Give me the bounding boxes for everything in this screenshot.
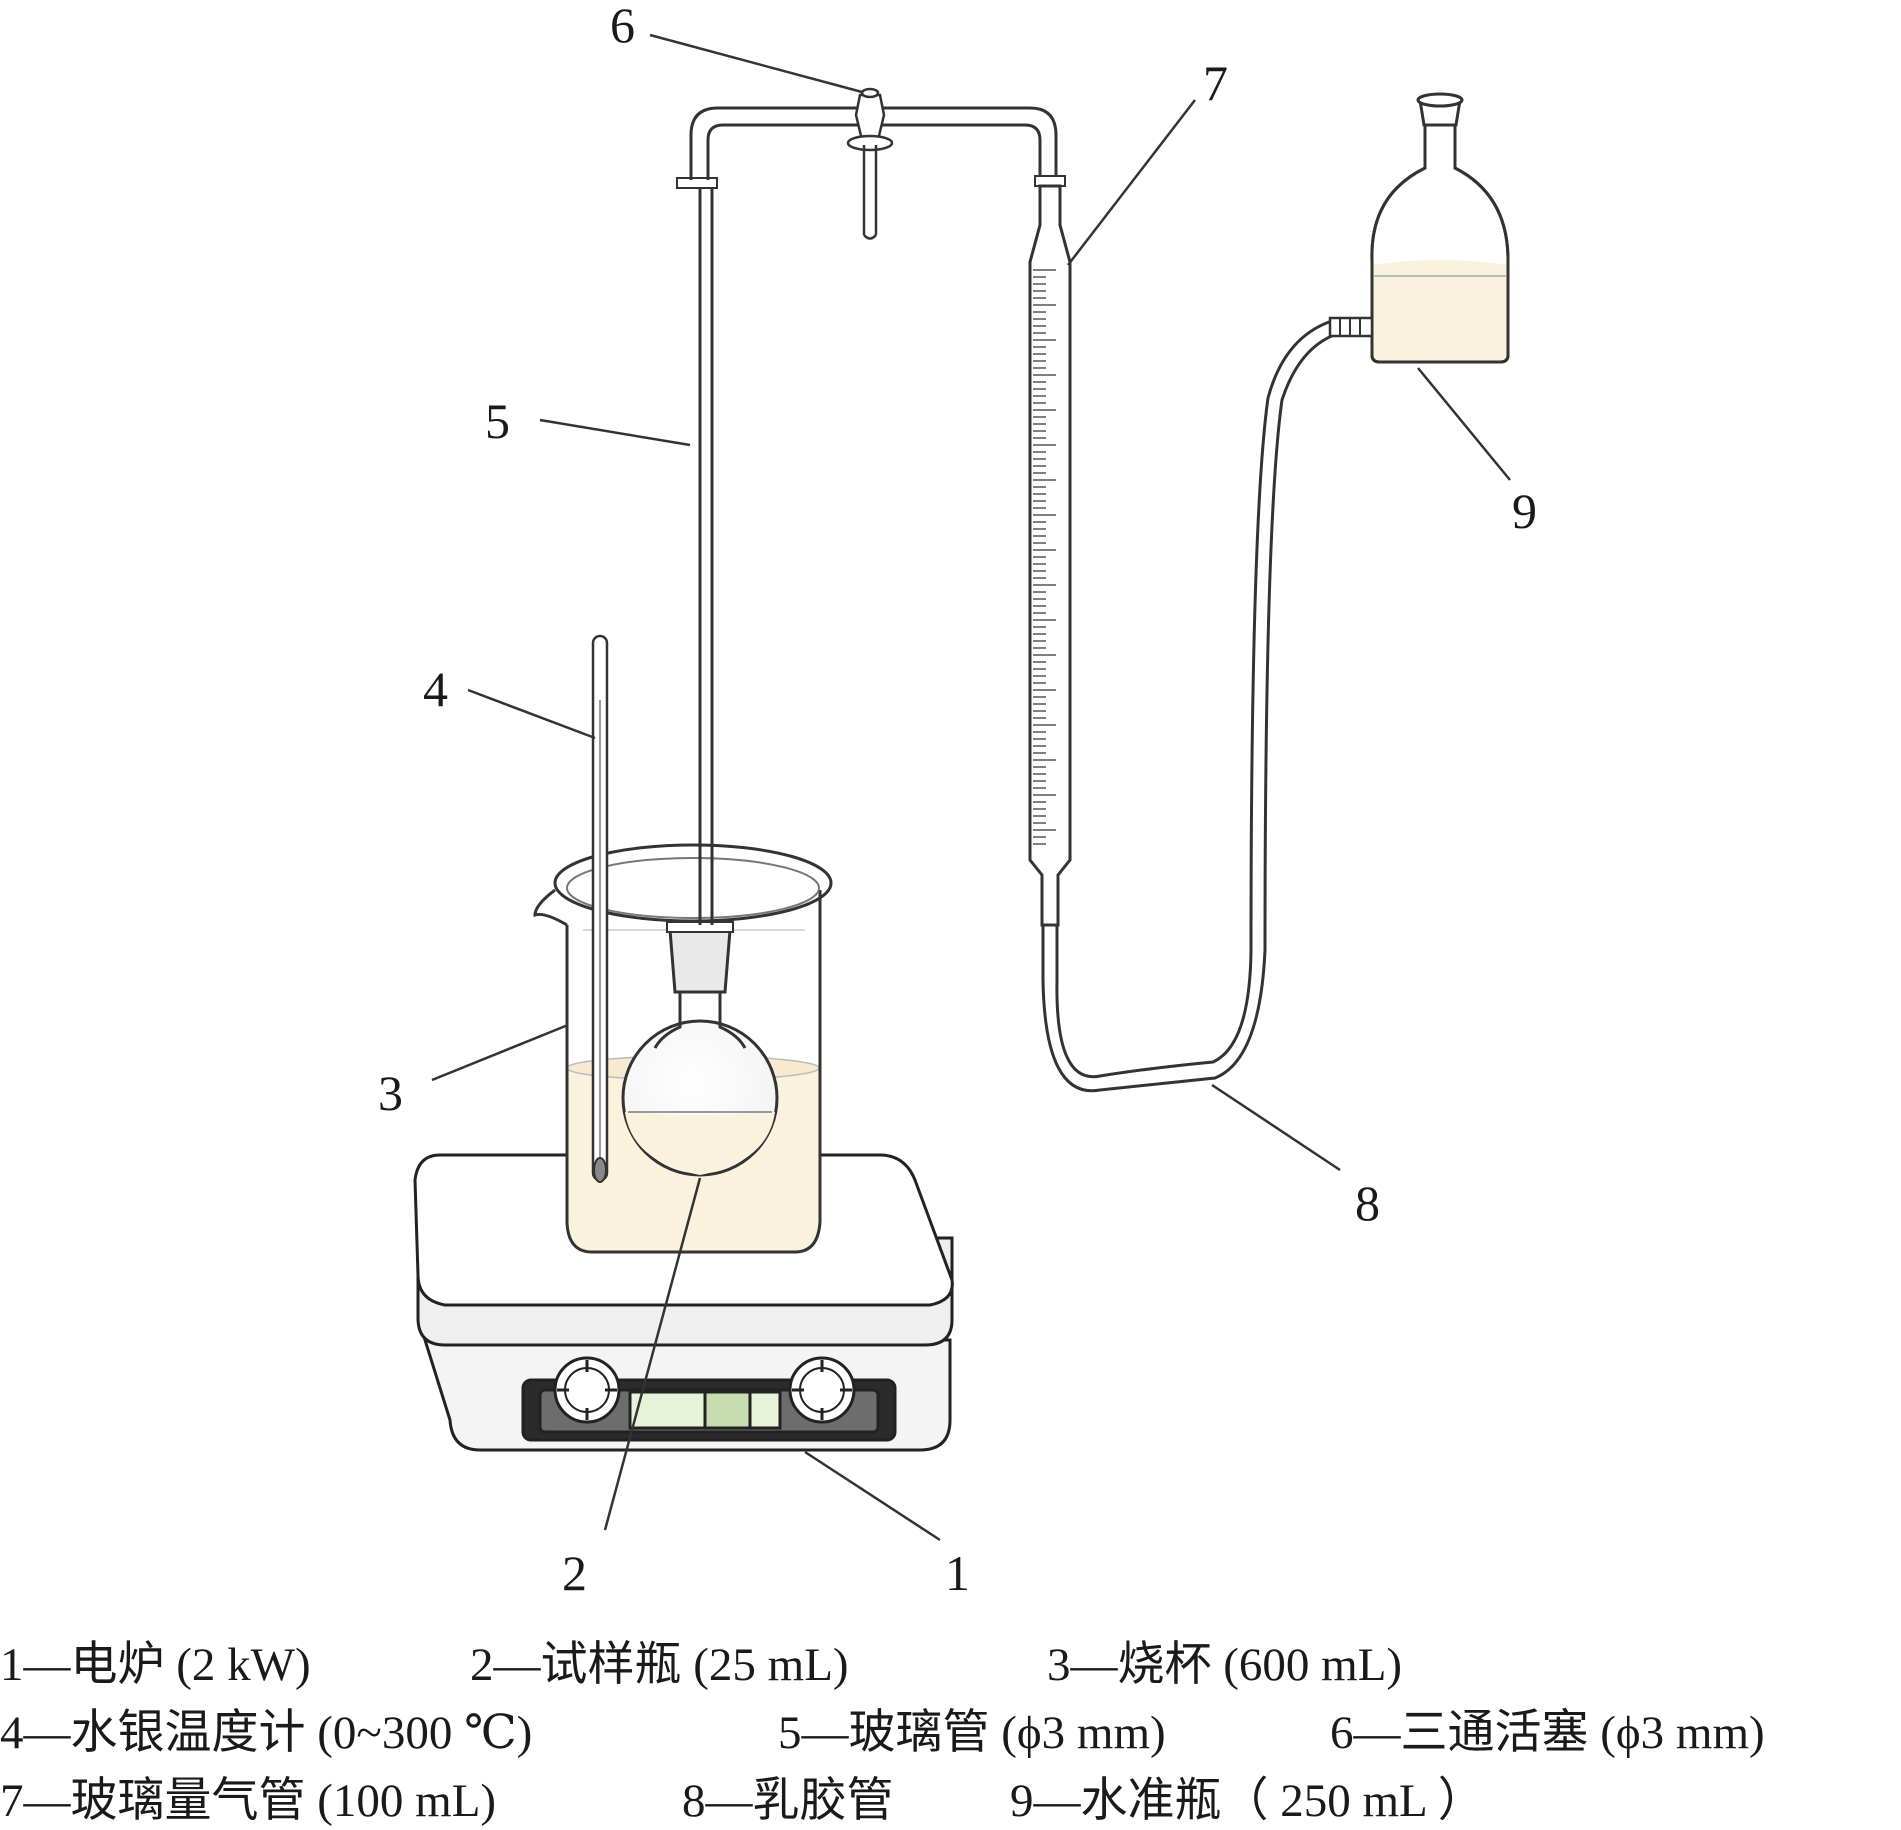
legend-item-8: 8—乳胶管	[682, 1775, 894, 1827]
legend-item-1: 1—电炉 (2 kW)	[0, 1639, 311, 1691]
mercury-thermometer	[591, 634, 609, 1183]
legend-item-3: 3—烧杯 (600 mL)	[1047, 1639, 1403, 1691]
legend-item-2: 2—试样瓶 (25 mL)	[470, 1639, 849, 1691]
legend-item-9: 9—水准瓶（ 250 mL ）	[1010, 1775, 1485, 1827]
sample-flask	[621, 921, 779, 1177]
legend-item-6: 6—三通活塞 (ϕ3 mm)	[1330, 1707, 1765, 1759]
label-7: 7	[1203, 55, 1228, 111]
label-5: 5	[485, 393, 510, 449]
legend-item-4: 4—水银温度计 (0~300 ℃)	[0, 1707, 533, 1759]
leader-lines	[431, 33, 1511, 1542]
gas-burette	[1028, 175, 1072, 927]
rubber-tube	[1041, 318, 1345, 1093]
legend-item-7: 7—玻璃量气管 (100 mL)	[0, 1775, 497, 1827]
label-2: 2	[562, 1545, 587, 1601]
label-9: 9	[1512, 483, 1537, 539]
label-8: 8	[1355, 1175, 1380, 1231]
label-3: 3	[378, 1065, 403, 1121]
legend-item-5: 5—玻璃管 (ϕ3 mm)	[778, 1707, 1166, 1759]
label-6: 6	[610, 0, 635, 53]
leveling-bottle	[1328, 92, 1510, 364]
label-1: 1	[945, 1545, 970, 1601]
three-way-stopcock	[846, 87, 894, 240]
glass-tube	[676, 106, 1058, 925]
burette-graduations	[1033, 269, 1056, 845]
label-4: 4	[423, 661, 448, 717]
